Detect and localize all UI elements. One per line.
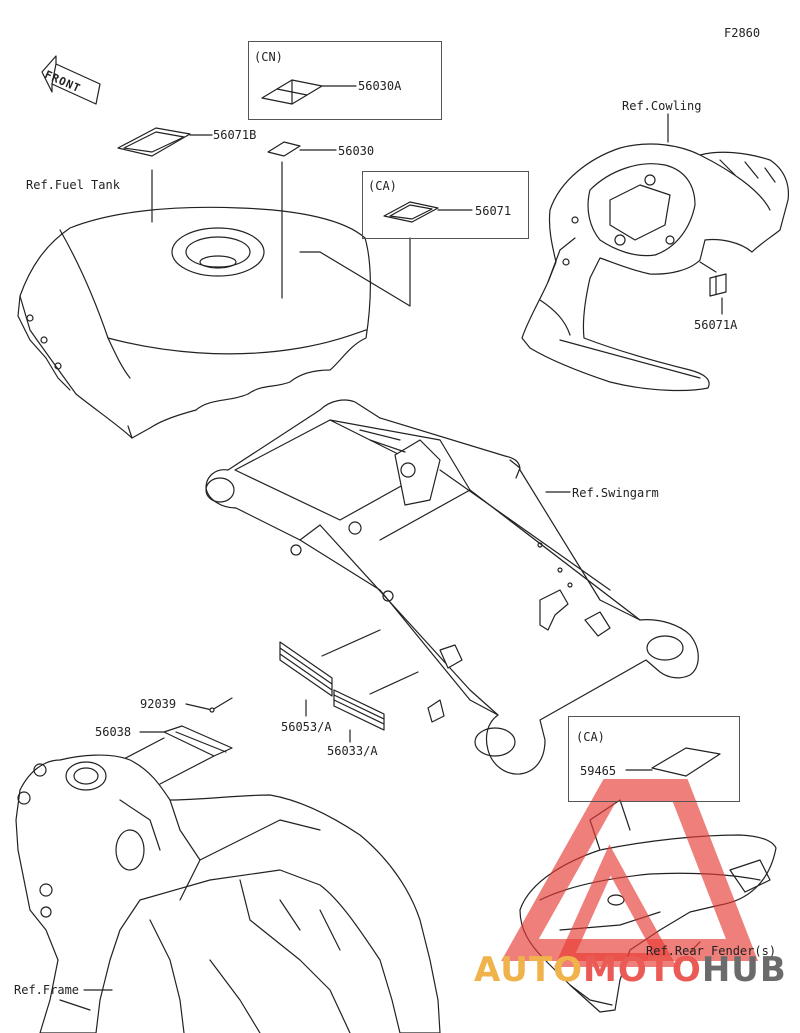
part-56071: 56071: [475, 204, 512, 218]
ca-box-bottom: [568, 716, 740, 802]
part-56071B: 56071B: [213, 128, 257, 142]
decal-56033A: [333, 689, 385, 731]
ca-box-top: [362, 171, 529, 239]
ref-rear-fender: Ref.Rear Fender(s): [646, 944, 777, 958]
region-tag-ca-bottom: (CA): [576, 730, 605, 744]
watermark-text: AUTOMOTOHUB: [474, 950, 787, 990]
cn-box: [248, 41, 442, 120]
part-56030: 56030: [338, 144, 375, 158]
watermark-part-hub: HUB: [701, 950, 787, 990]
front-arrow-icon: [41, 55, 101, 105]
watermark-logo-icon: [501, 779, 759, 967]
part-56038: 56038: [95, 725, 132, 739]
decal-56053A: [279, 641, 333, 697]
region-tag-ca-top: (CA): [368, 179, 397, 193]
part-56033A: 56033/A: [327, 744, 378, 758]
frame-drawing: [15, 754, 441, 1033]
watermark-part-moto: MOTO: [582, 950, 702, 990]
part-56030A: 56030A: [358, 79, 402, 93]
part-56071A: 56071A: [694, 318, 738, 332]
part-56053A: 56053/A: [281, 720, 332, 734]
fuel-tank-drawing: [17, 206, 371, 439]
decal-56071A: [709, 273, 727, 297]
decal-56030: [267, 141, 301, 157]
swingarm-drawing: [205, 399, 699, 775]
cowling-drawing: [521, 143, 790, 392]
region-tag-cn: (CN): [254, 50, 283, 64]
watermark-part-auto: AUTO: [474, 950, 583, 990]
ref-fuel-tank: Ref.Fuel Tank: [26, 178, 120, 192]
part-59465: 59465: [580, 764, 617, 778]
figure-code: F2860: [724, 26, 761, 40]
ref-frame: Ref.Frame: [14, 983, 80, 997]
decal-56071B: [117, 127, 191, 157]
ref-swingarm: Ref.Swingarm: [572, 486, 659, 500]
leader-56071: [299, 237, 411, 307]
decal-59465: [651, 747, 721, 777]
ref-cowling: Ref.Cowling: [622, 99, 702, 113]
part-92039: 92039: [140, 697, 177, 711]
